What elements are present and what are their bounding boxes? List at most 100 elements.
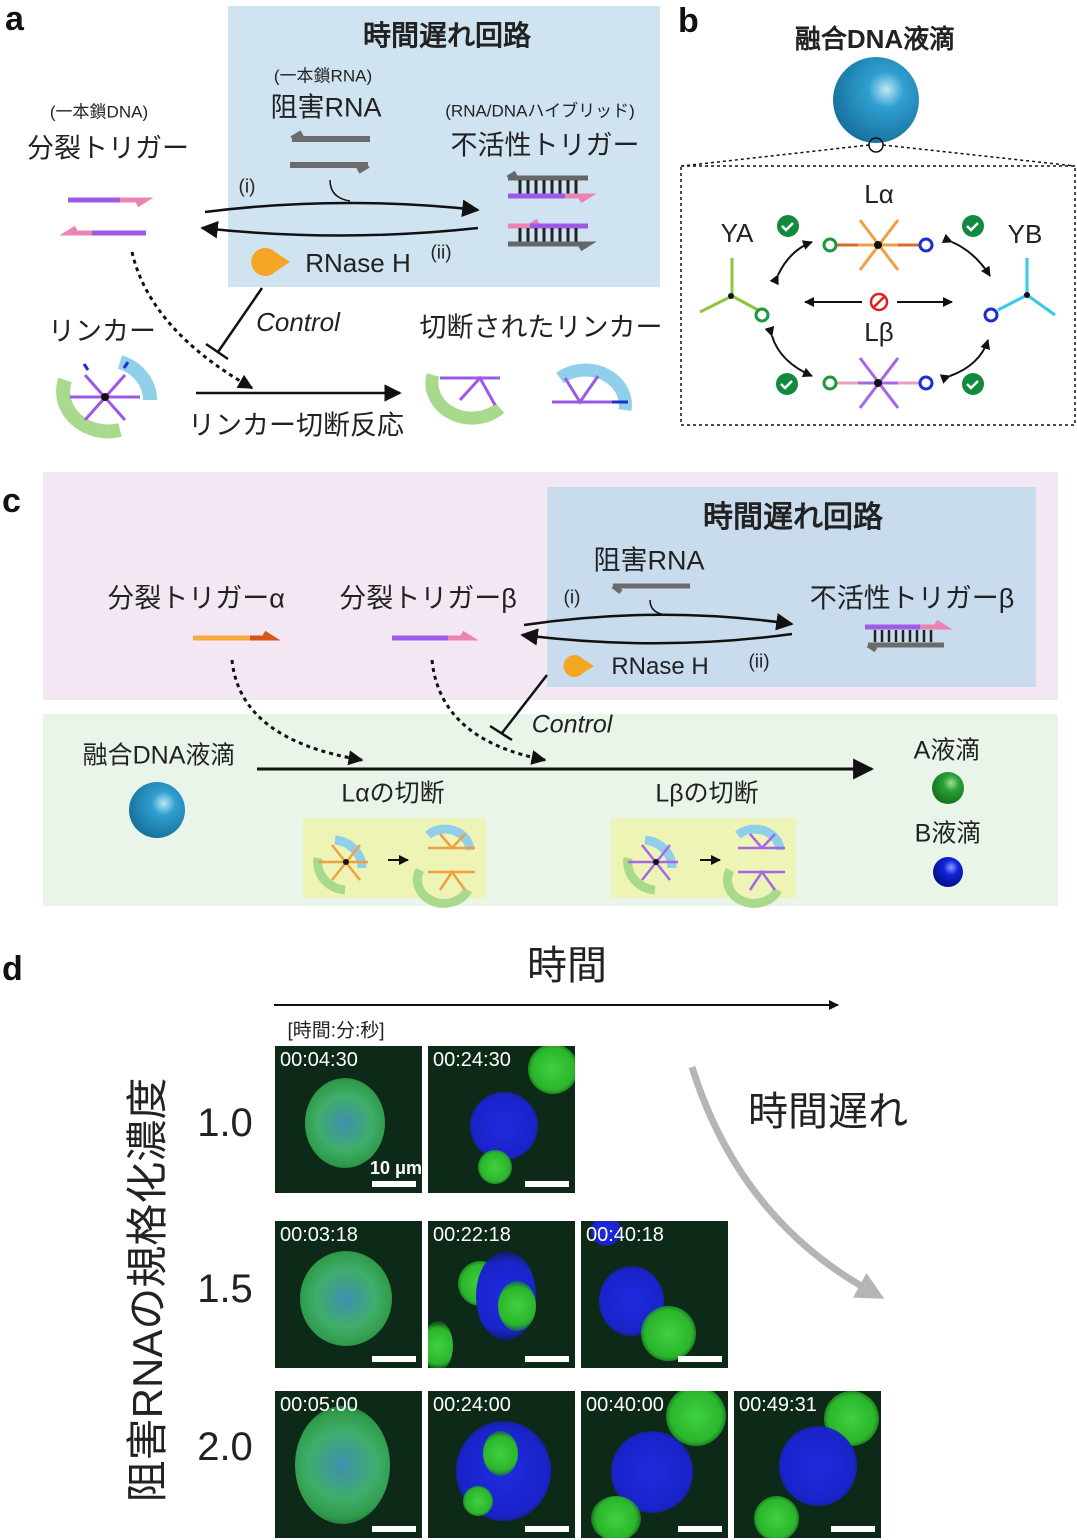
step-ii-c: (ii) <box>748 651 770 673</box>
concentration-label: 1.0 <box>197 1101 253 1145</box>
forward-arrow-c <box>523 613 794 631</box>
panel-label-a: a <box>5 0 24 38</box>
droplet-b-label: B液滴 <box>914 819 982 848</box>
droplet-blob <box>483 1431 518 1476</box>
microscopy-image: 00:24:00 <box>428 1391 575 1538</box>
rnase-icon-a <box>251 248 290 277</box>
microscopy-image: 00:03:18 <box>275 1221 422 1368</box>
droplet-b-sphere <box>933 857 963 887</box>
rnase-icon-c <box>563 655 594 677</box>
forward-arrow-a <box>204 199 480 217</box>
control-label-a: Control <box>256 307 340 337</box>
fused-droplet-label-c: 融合DNA液滴 <box>82 741 236 770</box>
y-axis-label: 阻害RNAの規格化濃度 <box>124 1077 171 1503</box>
microscopy-image: 00:24:30 <box>428 1046 575 1193</box>
split-trigger-strands <box>59 197 154 236</box>
droplet-blob <box>641 1306 696 1361</box>
inhibitor-rna-strands <box>290 130 370 174</box>
step-i-a: (i) <box>238 176 256 198</box>
timestamp: 00:03:18 <box>280 1224 358 1246</box>
reverse-arrow-a <box>200 221 479 239</box>
binding-arrows-b <box>764 233 991 384</box>
microscopy-image: 00:04:30 10 μm <box>275 1046 422 1193</box>
cut-alpha-icons <box>313 824 475 908</box>
cut-beta-label: Lβの切断 <box>655 779 759 808</box>
cut-alpha-label: Lαの切断 <box>341 779 445 808</box>
timestamp: 00:24:00 <box>433 1394 511 1416</box>
inhibitor-rna-c: 阻害RNA <box>593 545 705 576</box>
fused-droplet-title-b: 融合DNA液滴 <box>794 24 956 54</box>
inhibitor-rna-sub-a: (一本鎖RNA) <box>273 66 373 86</box>
inhibitor-binding-line <box>329 179 351 202</box>
timestamp: 00:40:18 <box>586 1224 664 1246</box>
cut-linker-icon-1 <box>425 373 505 425</box>
cut-linker-label: 切断されたリンカー <box>419 312 663 343</box>
panel-label-d: d <box>2 950 23 988</box>
dna-sub: (一本鎖DNA) <box>49 102 149 122</box>
linker-reaction-label: リンカー切断反応 <box>188 410 404 441</box>
yb-structure <box>983 258 1056 323</box>
time-format-label: [時間:分:秒] <box>287 1020 385 1042</box>
time-delay-arrow <box>688 1065 885 1299</box>
fused-droplet-sphere-c <box>129 782 185 838</box>
rnase-label-a: RNase H <box>305 248 411 278</box>
scale-bar <box>372 1181 416 1187</box>
microscopy-image: 00:40:00 <box>581 1391 728 1538</box>
timestamp: 00:04:30 <box>280 1049 358 1071</box>
inhibitor-rna-strand-c <box>611 583 690 594</box>
cut-beta-icons <box>623 824 785 908</box>
l-alpha-label: Lα <box>864 179 894 209</box>
step-ii-a: (ii) <box>430 242 452 264</box>
l-alpha-structure <box>822 219 934 271</box>
linker-label: リンカー <box>48 316 156 347</box>
check-icons <box>776 215 984 395</box>
trigger-beta-label: 分裂トリガーβ <box>339 583 517 614</box>
droplet-blob <box>591 1496 641 1538</box>
droplet-blob <box>528 1046 575 1094</box>
inhibitor-rna-a: 阻害RNA <box>270 92 382 123</box>
scale-bar <box>372 1356 416 1362</box>
l-beta-structure <box>822 357 934 409</box>
microscopy-image: 00:40:18 <box>581 1221 728 1368</box>
panel-label-c: c <box>2 482 21 520</box>
droplet-blob <box>300 1251 392 1346</box>
control-inhibit-line-a <box>205 287 264 361</box>
timestamp: 00:05:00 <box>280 1394 358 1416</box>
droplet-a-label: A液滴 <box>913 736 981 765</box>
linker-icon <box>56 355 158 439</box>
trigger-alpha-label: 分裂トリガーα <box>107 583 285 614</box>
control-inhibit-line-c <box>489 674 548 742</box>
droplet-blob <box>305 1078 385 1168</box>
time-axis-label: 時間 <box>527 944 607 988</box>
concentration-label: 1.5 <box>197 1267 253 1311</box>
cut-linker-icon-2 <box>552 363 632 412</box>
microscopy-image: 00:49:31 <box>734 1391 881 1538</box>
timestamp: 00:24:30 <box>433 1049 511 1071</box>
inactive-trigger-beta-label: 不活性トリガーβ <box>809 583 1015 614</box>
inactive-trigger-a: 不活性トリガー <box>450 130 640 161</box>
droplet-blob <box>591 1221 621 1246</box>
rnase-label-c: RNase H <box>611 653 709 680</box>
scale-bar <box>372 1526 416 1532</box>
zoom-lines <box>681 144 1076 167</box>
droplet-region-c <box>43 714 1058 906</box>
time-delay-label: 時間遅れ <box>748 1090 908 1134</box>
droplet-blob <box>428 1321 453 1368</box>
circuit-title-c: 時間遅れ回路 <box>703 501 883 534</box>
microscopy-image: 00:05:00 <box>275 1391 422 1538</box>
zoom-box <box>680 165 1076 426</box>
droplet-blob <box>779 1426 857 1506</box>
droplet-blob <box>478 1150 512 1184</box>
inactive-trigger-beta-duplex <box>865 619 953 653</box>
hybrid-sub: (RNA/DNAハイブリッド) <box>445 101 635 121</box>
alpha-dotted-arrow <box>230 659 364 766</box>
trigger-dotted-arrow-a <box>130 251 254 390</box>
control-label-c: Control <box>531 710 613 739</box>
ya-label: YA <box>720 218 754 248</box>
inactive-trigger-duplexes <box>506 170 597 252</box>
droplet-blob <box>498 1281 536 1331</box>
scale-bar-label: 10 μm <box>369 1158 422 1178</box>
scale-bar <box>525 1181 569 1187</box>
